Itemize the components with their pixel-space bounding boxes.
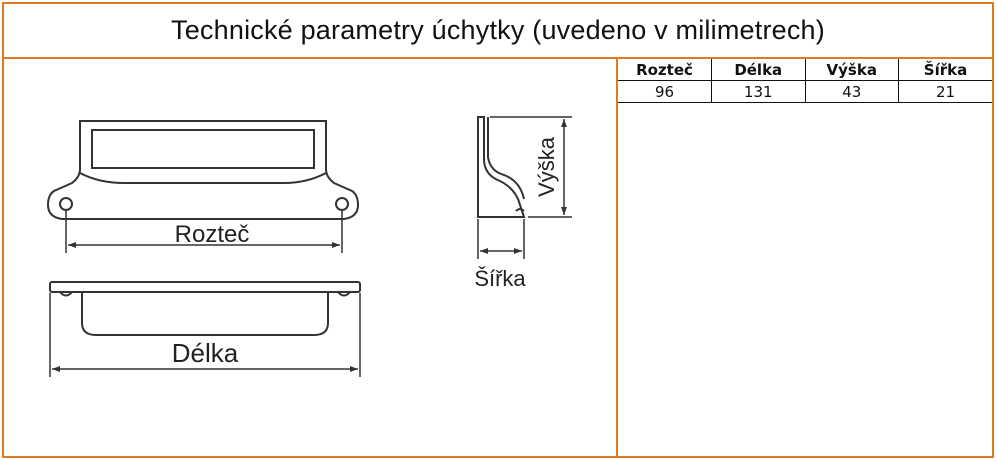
- side-view: [477, 116, 526, 218]
- value-vyska: 43: [804, 80, 899, 103]
- technical-drawing-panel: Rozteč Délka: [4, 59, 618, 456]
- cup-edge: [79, 172, 327, 184]
- right-screw-hole: [335, 197, 349, 211]
- table-header-row: Rozteč Délka Výška Šířka: [618, 59, 992, 81]
- value-sirka: 21: [898, 80, 992, 103]
- side-profile-inner: [487, 117, 525, 200]
- page-title: Technické parametry úchytky (uvedeno v m…: [4, 4, 992, 59]
- roztec-dimension: [65, 211, 343, 253]
- handle-technical-drawing: Rozteč Délka: [46, 116, 572, 377]
- delka-label: Délka: [172, 338, 239, 368]
- vyska-dimension: [490, 116, 572, 218]
- parameters-table: Rozteč Délka Výška Šířka 96 131 43 21: [618, 59, 992, 103]
- roztec-label: Rozteč: [175, 221, 250, 248]
- handle-outline-front: [46, 120, 360, 220]
- header-roztec: Rozteč: [618, 59, 712, 81]
- cup-body: [81, 292, 329, 336]
- bottom-view: [49, 281, 361, 336]
- header-sirka: Šířka: [898, 59, 992, 81]
- value-roztec: 96: [618, 80, 712, 103]
- header-vyska: Výška: [804, 59, 899, 81]
- label-window: [91, 129, 315, 169]
- parameters-panel: Rozteč Délka Výška Šířka 96 131 43 21: [618, 59, 992, 456]
- front-view: [46, 120, 360, 220]
- sirka-dimension: [477, 219, 525, 259]
- base-plate: [49, 281, 361, 293]
- table-row: 96 131 43 21: [618, 80, 992, 103]
- header-delka: Délka: [711, 59, 806, 81]
- left-screw-hole: [59, 197, 73, 211]
- sirka-label: Šířka: [474, 266, 526, 291]
- delka-dimension: [49, 293, 361, 377]
- side-profile-outer: [477, 116, 526, 218]
- vyska-label: Výška: [534, 136, 559, 197]
- value-delka: 131: [711, 80, 806, 103]
